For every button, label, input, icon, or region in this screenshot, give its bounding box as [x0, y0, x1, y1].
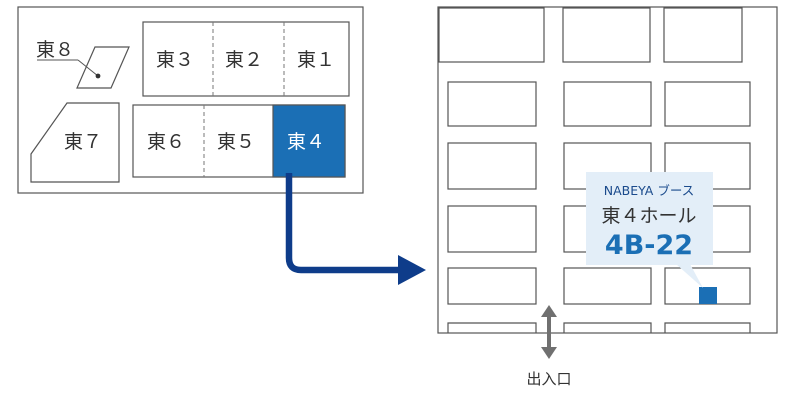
booth-block [447, 205, 537, 253]
hall-east4-label: 東４ [287, 131, 325, 153]
connector-arrow-head-icon [398, 255, 426, 285]
booth-callout: NABEYA ブース 東４ホール 4B-22 [586, 172, 713, 288]
booth-block-partial [664, 322, 751, 333]
hall-east4-highlight[interactable] [272, 104, 346, 178]
booth-block [562, 7, 651, 63]
hall-east6-label: 東６ [147, 131, 185, 153]
booth-callout-hall: 東４ホール [601, 205, 696, 227]
hall-east1-label: 東１ [297, 49, 335, 71]
overview-map: 東８ 東７ 東３ 東２ 東１ 東６ 東５ 東４ [17, 6, 364, 194]
booth-callout-pointer [676, 264, 703, 288]
booth-block-partial [563, 322, 652, 333]
connector-arrow [285, 173, 426, 285]
hall-east1-3-block [142, 21, 350, 97]
booth-callout-box [586, 172, 713, 265]
hall-east8-leader-d [77, 59, 99, 77]
booth-block [563, 267, 652, 305]
booth-callout-title: NABEYA ブース [604, 183, 694, 198]
hall-east3-label: 東３ [156, 49, 194, 71]
booth-block [563, 81, 652, 127]
entrance-arrow-up-icon [541, 305, 557, 317]
booth-block [438, 7, 545, 63]
booth-block [447, 267, 537, 305]
hall-east8-shape [76, 46, 130, 89]
hall-east8-dot [95, 73, 101, 79]
hall-east7-label: 東７ [64, 131, 102, 153]
booth-block [447, 81, 537, 127]
booth-block [663, 7, 743, 63]
hall-east8-label: 東８ [36, 39, 74, 61]
booth-block [664, 81, 751, 127]
booth-callout-code: 4B-22 [605, 230, 693, 261]
booth-block [447, 142, 537, 190]
hall-east7-shape [30, 102, 120, 183]
nabeya-booth-marker[interactable] [699, 287, 717, 304]
hall-east5-label: 東５ [217, 131, 255, 153]
entrance-label: 出入口 [526, 370, 571, 388]
connector-arrow-line [285, 173, 400, 274]
booth-block-partial [447, 322, 537, 333]
entrance-arrow-down-icon [541, 347, 557, 359]
entrance: 出入口 [526, 305, 572, 388]
hall-east2-label: 東２ [225, 49, 263, 71]
hall-detail-map: NABEYA ブース 東４ホール 4B-22 [437, 6, 778, 334]
